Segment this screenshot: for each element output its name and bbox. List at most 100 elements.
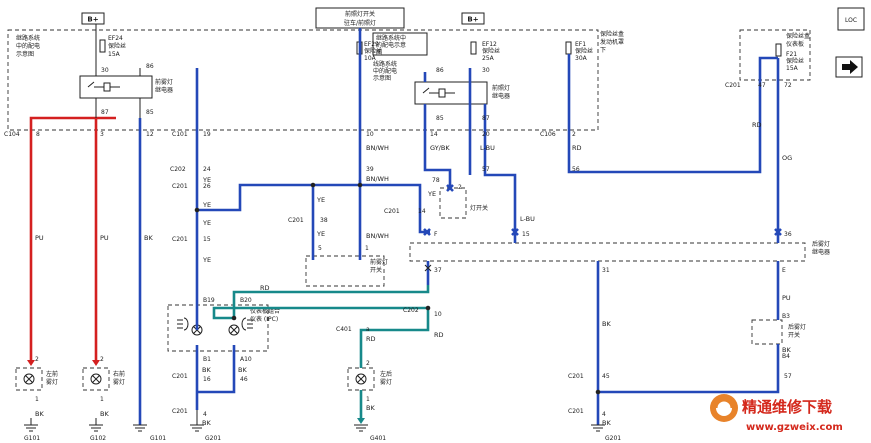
pin-30-relay1: 30 [101,67,109,74]
left-front-fog-line1: 左前 [46,370,58,378]
engine-fuse-ref-line2: 中的配电 [16,42,40,50]
ip-fuse-line2: 仪表板 [786,40,804,48]
front-fog-relay-line2: 继电器 [155,86,173,94]
pin-a-c401: a [366,326,370,333]
wire-teal-ipc-front [212,306,428,320]
front-fog-switch-box [305,255,385,287]
headlamp-relay-line1: 前照灯 [492,84,510,92]
pin-47: 47 [758,82,766,89]
pin-15-lbu: 15 [522,231,530,238]
pin-39: 39 [366,166,374,173]
wc-rd-1: RD [572,144,582,152]
pin-2: 2 [572,131,576,138]
pin-45: 45 [602,373,610,380]
conn-c401: C401 [336,326,352,333]
rear-fog-relay-outline [409,242,806,262]
pin-14: 14 [430,131,438,138]
pin-B4: B4 [782,353,790,360]
headlamp-switch-title: 前照灯开关 [345,10,375,18]
conn-c201-i: C201 [568,408,584,415]
wire-fog-relay-feed [95,24,141,118]
loc-label: LOC [845,17,857,24]
pin-37: 37 [434,267,442,274]
conn-c106: C106 [540,131,556,138]
red-arrow-icons [27,360,100,366]
loc-box [837,7,865,31]
pin-2-switch: 2 [458,184,462,191]
f21-desc: 保险丝 [786,57,804,65]
x-marker-relay-87 [424,264,432,272]
pin-E: E [782,267,786,274]
b-plus-left: B+ [87,16,98,24]
pin-12: 12 [146,131,154,138]
front-fog-relay-icon [87,81,120,92]
pin-10: 10 [366,131,374,138]
wc-bnwh-2: BN/WH [366,175,389,183]
x-marker-f [423,228,431,236]
pin-36: 36 [784,231,792,238]
wire-lbu [483,104,517,243]
wc-pu-rear: PU [782,294,791,302]
pin-B20: B20 [240,297,252,304]
ef12-rating: 25A [482,55,495,62]
conn-c201-a: C201 [172,183,188,190]
x-marker-light-switch [446,184,454,192]
pin-86-relay1: 86 [146,63,154,70]
pin-26: 26 [203,183,211,190]
conn-c201-h: C201 [568,373,584,380]
pin-B19: B19 [203,297,215,304]
wc-ye-6: YE [316,230,325,238]
left-rear-fog-line1: 左后 [380,370,392,378]
lighting-ref2-line3: 示意图 [373,74,391,82]
wire-teal-ipc-rear [232,285,430,318]
ef29-name: EF29 [364,41,379,48]
pin-78: 78 [432,177,440,184]
f21-name: F21 [786,51,797,58]
ipc-line1: 仪表板组合 [250,307,280,315]
lighting-ref2-line2: 中的配电 [373,67,397,75]
headlamp-relay-line2: 继电器 [492,92,510,100]
wc-bk-ipc-2: BK [238,366,247,374]
wc-ye-4: YE [202,256,211,264]
pin-10-c202: 10 [434,311,442,318]
wc-rd-5: RD [366,335,376,343]
conn-c201-g: C201 [172,408,188,415]
rear-fog-relay-line1: 后雾灯 [812,240,830,248]
conn-c201-b: C201 [172,236,188,243]
wire-rd-ef1 [567,54,778,174]
wc-bk-relay: BK [602,320,611,328]
wc-ye-1: YE [202,176,211,184]
left-front-fog-line2: 雾灯 [46,378,58,386]
right-front-fog-line1: 右前 [113,370,125,378]
left-rear-fog-line2: 雾灯 [380,378,392,386]
pin-30-relay2: 30 [482,67,490,74]
x-marker-36 [774,228,782,236]
light-switch-box [439,187,467,219]
watermark-logo-icon [710,394,738,422]
pin-87-relay1: 87 [101,109,109,116]
wire-relay-coil [423,72,452,188]
left-rear-fog-lamp-icon [347,367,375,391]
pin-46: 46 [240,376,248,383]
wc-pu-left: PU [35,234,44,242]
left-front-fog-lamp-icon [15,367,43,391]
pin-86-relay2: 86 [436,67,444,74]
conn-c101: C101 [172,131,188,138]
wc-bk-relay-ground: BK [602,419,611,427]
wc-bk-rf: BK [100,410,109,418]
wc-ye-7: YE [427,190,436,198]
conn-c104: C104 [4,131,20,138]
watermark-cn: 精通维修下载 [742,398,832,416]
engine-fuse-box-outline [7,29,599,131]
pin-38: 38 [320,217,328,224]
pin-5: 5 [318,245,322,252]
fuse-box-line1: 保险丝盒 [600,30,624,38]
front-fog-switch-line2: 开关 [370,266,382,274]
conn-c202-b: C202 [403,307,419,314]
f21-fuse-icon [775,43,782,57]
pin-4-right: 4 [602,411,606,418]
ground-g101-left: G101 [24,435,40,442]
ef24-rating: 15A [108,51,121,58]
ef24-desc: 保险丝 [108,42,126,50]
